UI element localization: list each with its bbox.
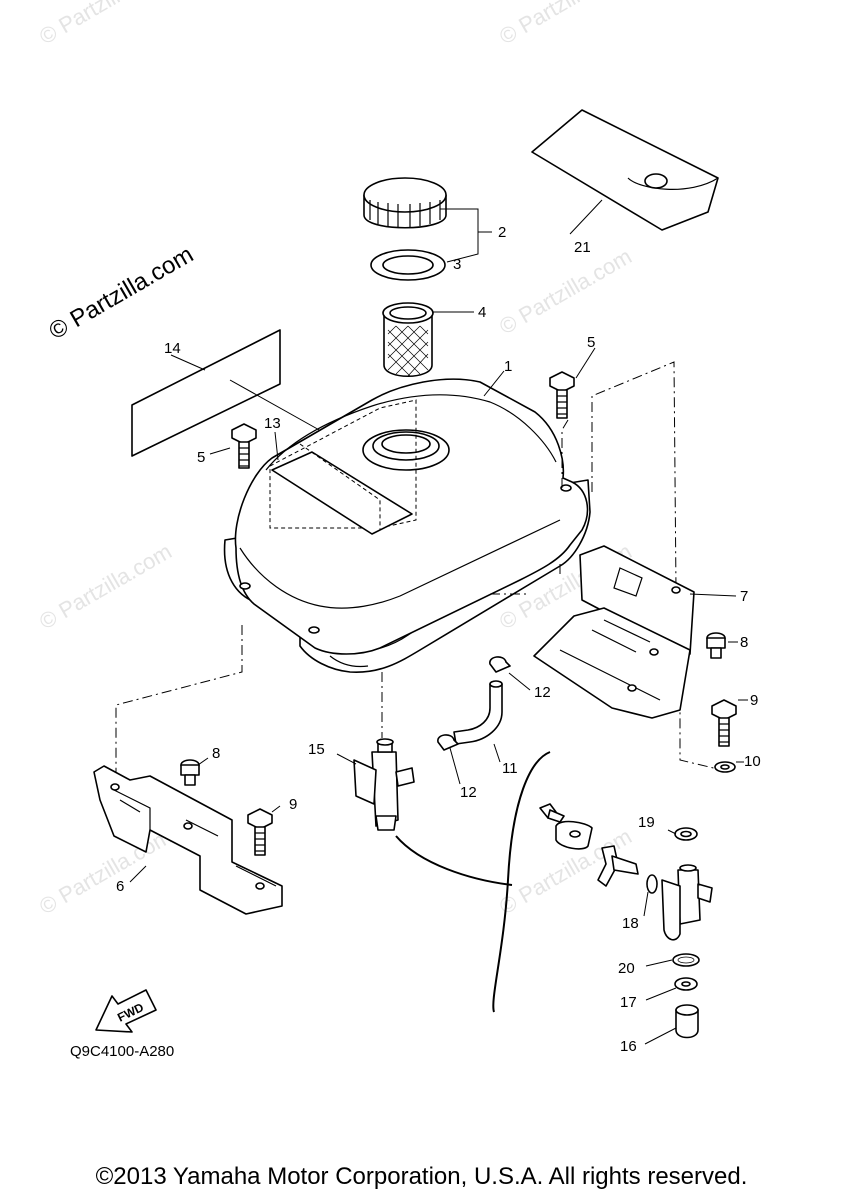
part-2-fuel-cap (363, 177, 447, 229)
detail-plate (555, 820, 593, 850)
callout-16: 16 (620, 1038, 637, 1055)
detail-lever (597, 845, 639, 887)
part-3-gasket (370, 249, 446, 281)
callout-14: 14 (164, 340, 181, 357)
part-1-fuel-tank (223, 378, 591, 673)
callout-12b: 12 (460, 784, 477, 801)
callout-11: 11 (502, 760, 518, 777)
watermark-tile: © Partzilla.com (495, 244, 636, 340)
leader-14-tank (229, 379, 331, 437)
callout-18: 18 (622, 915, 639, 932)
fuel-line (395, 835, 513, 886)
part-8-grommet-right (706, 632, 726, 659)
watermark-tile: © Partzilla.com (35, 0, 176, 49)
part-21-cover (531, 109, 719, 231)
callout-5b: 5 (197, 449, 205, 466)
part-9-bolt-right (711, 699, 737, 747)
callout-2: 2 (498, 224, 506, 241)
callouts: 1 2 3 4 5 5 6 7 8 8 9 9 10 11 12 12 13 1… (116, 224, 761, 1055)
callout-7: 7 (740, 588, 748, 605)
part-9-bolt-left (247, 808, 273, 856)
callout-15: 15 (308, 741, 325, 758)
callout-9b: 9 (289, 796, 297, 813)
leader-lines (129, 199, 748, 1045)
part-12-clamp-lower (437, 734, 459, 751)
callout-3: 3 (453, 256, 461, 273)
part-16-cup (675, 1004, 699, 1039)
part-7-right-bracket (533, 545, 695, 719)
fwd-arrow-icon: FWD (95, 989, 157, 1033)
detail-valve-body (661, 864, 713, 941)
part-14-label (131, 329, 281, 457)
callout-8b: 8 (212, 745, 220, 762)
part-8-grommet-left (180, 759, 200, 786)
callout-1: 1 (504, 358, 512, 375)
callout-5a: 5 (587, 334, 595, 351)
callout-6: 6 (116, 878, 124, 895)
part-4-strainer (382, 302, 434, 377)
callout-17: 17 (620, 994, 637, 1011)
watermark-tile: © Partzilla.com (495, 0, 636, 49)
watermark-main: © Partzilla.com (45, 241, 199, 345)
callout-8a: 8 (740, 634, 748, 651)
copyright-footer: ©2013 Yamaha Motor Corporation, U.S.A. A… (95, 1163, 748, 1190)
watermark-tile: © Partzilla.com (35, 824, 176, 920)
part-18-seal (646, 874, 658, 894)
watermark-tile: © Partzilla.com (35, 539, 176, 635)
callout-21: 21 (574, 239, 591, 256)
callout-12a: 12 (534, 684, 551, 701)
callout-20: 20 (618, 960, 635, 977)
part-15-fuel-cock (353, 738, 415, 831)
diagram-code: Q9C4100-A280 (70, 1043, 175, 1060)
callout-9a: 9 (750, 692, 758, 709)
part-11-fuel-hose (453, 680, 503, 745)
part-12-clamp-upper (489, 656, 511, 673)
part-17-washer (674, 977, 698, 991)
part-13-tank-label (269, 399, 417, 535)
detail-screw (539, 803, 565, 823)
callout-4: 4 (478, 304, 486, 321)
callout-10: 10 (744, 753, 761, 770)
part-19-oring (674, 827, 698, 841)
leader-14 (170, 354, 206, 371)
part-20-filter (672, 953, 700, 967)
callout-13: 13 (264, 415, 281, 432)
part-6-left-bracket (93, 765, 283, 915)
callout-19: 19 (638, 814, 655, 831)
part-10-washer (714, 761, 736, 773)
part-5-bolt-b (231, 423, 257, 469)
part-5-bolt-a (549, 371, 575, 419)
detail-bracket (492, 751, 551, 1013)
